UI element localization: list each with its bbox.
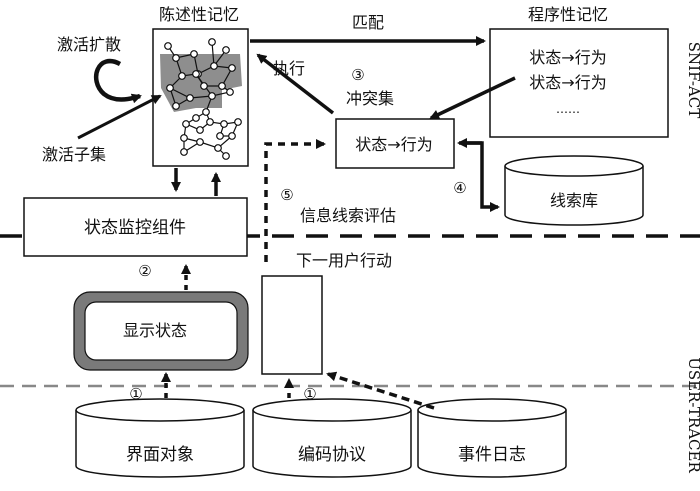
marker-3: ③ bbox=[351, 66, 364, 84]
snif-act-label: SNIF-ACT bbox=[685, 42, 700, 118]
event-log-to-action-arrow bbox=[326, 371, 435, 410]
activation-spread-label: 激活扩散 bbox=[57, 35, 121, 54]
event-log-top bbox=[417, 398, 567, 422]
conflict-set-box bbox=[335, 118, 455, 169]
event-log-label: 事件日志 bbox=[458, 445, 526, 465]
declarative-memory-title: 陈述性记忆 bbox=[159, 5, 239, 24]
procedural-rule-1: 状态→行为 bbox=[529, 48, 606, 67]
marker-4: ④ bbox=[453, 179, 466, 197]
procedural-to-conflict-arrow bbox=[429, 76, 516, 120]
activation-subset-arrow bbox=[77, 94, 162, 140]
interface-objects-label: 界面对象 bbox=[126, 445, 194, 465]
procedural-memory-box bbox=[489, 28, 669, 138]
marker-2: ② bbox=[138, 262, 151, 280]
procedural-rule-2: 状态→行为 bbox=[529, 73, 606, 92]
info-scent-path bbox=[264, 139, 326, 262]
declarative-memory-box bbox=[152, 28, 249, 167]
coding-protocol-cylinder bbox=[252, 410, 412, 478]
marker-5: ⑤ bbox=[280, 186, 293, 204]
state-monitor-label: 状态监控组件 bbox=[84, 218, 186, 238]
procedural-rule-ellipsis: …… bbox=[556, 102, 580, 116]
interface-objects-top bbox=[75, 398, 245, 422]
cue-base-cylinder bbox=[504, 166, 644, 226]
execute-label: 执行 bbox=[273, 59, 305, 78]
activation-spread-loop bbox=[93, 59, 142, 104]
match-label: 匹配 bbox=[352, 13, 384, 32]
conflict-set-title: 冲突集 bbox=[346, 89, 394, 108]
cue-base-label: 线索库 bbox=[550, 191, 598, 210]
activation-subset-label: 激活子集 bbox=[42, 145, 106, 164]
conflict-cue-link bbox=[462, 141, 500, 212]
info-scent-label: 信息线索评估 bbox=[300, 206, 396, 225]
display-state-box bbox=[84, 301, 238, 361]
execute-arrow bbox=[256, 53, 335, 115]
network-nodes bbox=[164, 38, 242, 160]
next-user-action-box bbox=[261, 275, 323, 375]
next-user-action-label: 下一用户行动 bbox=[296, 251, 392, 270]
coding-protocol-label: 编码协议 bbox=[298, 445, 366, 465]
marker-1-middle: ① bbox=[303, 385, 316, 403]
state-monitor-box bbox=[23, 197, 248, 257]
display-state-label: 显示状态 bbox=[123, 321, 187, 340]
coding-protocol-top bbox=[252, 398, 412, 422]
activated-subset-region bbox=[160, 54, 242, 112]
cue-base-top bbox=[504, 155, 644, 177]
user-tracer-label: USER-TRACER bbox=[685, 357, 700, 473]
procedural-memory-title: 程序性记忆 bbox=[528, 5, 608, 24]
marker-1-left: ① bbox=[129, 385, 142, 403]
conflict-set-rule: 状态→行为 bbox=[355, 135, 432, 154]
event-log-cylinder bbox=[417, 410, 567, 478]
interface-objects-cylinder bbox=[75, 410, 245, 478]
